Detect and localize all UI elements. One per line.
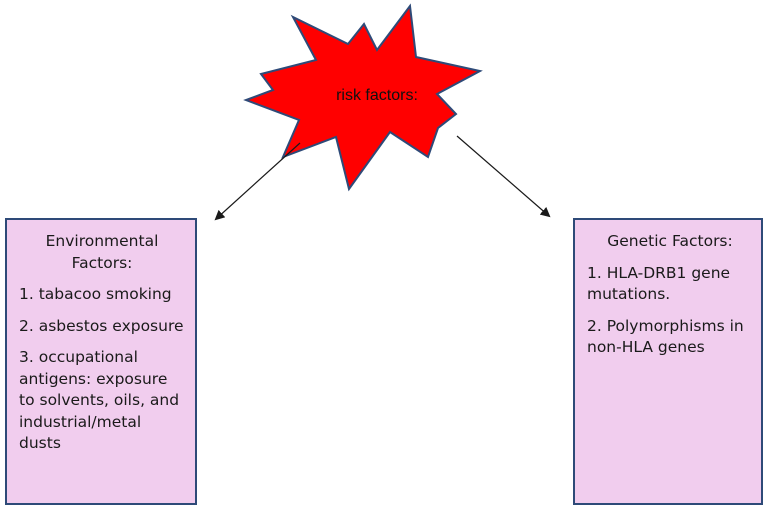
genetic-item-hla-drb1: 1. HLA-DRB1 gene mutations.	[587, 263, 731, 304]
risk-factors-label: risk factors:	[336, 87, 418, 104]
arrow-to-environmental	[214, 142, 301, 221]
environmental-factors-heading: Environmental Factors:	[45, 232, 159, 272]
environmental-item-smoking: 1. tabacoo smoking	[19, 285, 172, 303]
environmental-item-occupational: 3. occupational antigens: exposure to so…	[19, 348, 180, 452]
genetic-factors-box: Genetic Factors: 1. HLA-DRB1 gene mutati…	[573, 218, 763, 505]
environmental-factors-box: Environmental Factors: 1. tabacoo smokin…	[5, 218, 197, 505]
genetic-item-polymorphisms: 2. Polymorphisms in non-HLA genes	[587, 316, 744, 357]
risk-star-shape	[243, 3, 483, 192]
environmental-item-asbestos: 2. asbestos exposure	[19, 316, 184, 335]
arrow-to-genetic	[456, 135, 551, 218]
genetic-factors-heading: Genetic Factors:	[607, 232, 733, 250]
